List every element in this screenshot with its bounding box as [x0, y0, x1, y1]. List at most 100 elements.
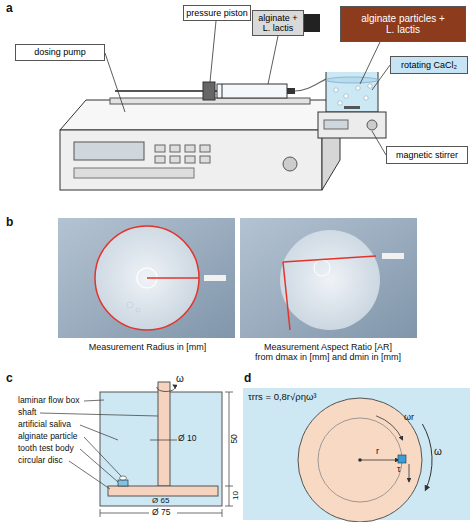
syringe-drive — [110, 14, 350, 104]
box-text: alginate + L. lactis — [256, 13, 300, 33]
radius-arrow — [360, 460, 399, 461]
photo-radius — [58, 218, 235, 338]
annotation-label: 50 — [230, 434, 240, 443]
dimension-line — [229, 392, 230, 506]
annotation-label: tooth test body — [18, 444, 74, 454]
test-body — [398, 455, 406, 463]
circular-disc — [108, 486, 218, 496]
box-text: rotating CaCl₂ — [401, 60, 457, 70]
rotation-arrow — [157, 385, 175, 391]
annotation-label: Measurement Radius in [mm] — [60, 342, 235, 352]
radius-line — [147, 277, 199, 279]
spacer — [205, 76, 206, 79]
particle — [364, 96, 368, 100]
label-box: rotating CaCl₂ — [390, 56, 468, 74]
label-box: alginate particles + L. lactis — [340, 6, 466, 42]
dimension-line — [177, 513, 222, 514]
box-text: magnetic stirrer — [396, 150, 458, 160]
leader-line — [268, 36, 278, 84]
leader-line — [40, 413, 158, 416]
magnetic-stirrer — [318, 112, 386, 138]
alginate-bead — [95, 226, 199, 330]
annotation-label: laminar flow box — [18, 396, 79, 406]
dimension-tick — [100, 509, 101, 517]
box-text: pressure piston — [186, 8, 248, 18]
box-text: alginate particles + L. lactis — [360, 13, 446, 35]
pump-display — [74, 142, 144, 160]
disc-top-view — [243, 388, 470, 522]
particle — [368, 84, 372, 88]
dimension-tick — [222, 509, 223, 517]
annotation-label: Measurement Aspect Ratio [AR] from dmax … — [254, 342, 402, 363]
flow-chamber — [100, 382, 222, 506]
inner-radius-circle — [318, 418, 402, 502]
pump-button — [155, 156, 165, 163]
dimension-tick — [225, 486, 233, 487]
scale-bar — [204, 275, 226, 281]
annotation-label: a — [6, 2, 13, 16]
leader-line — [80, 449, 118, 482]
pump-button — [155, 145, 165, 152]
piston-block — [203, 82, 215, 100]
leader-line — [84, 400, 104, 401]
stirrer-body — [318, 112, 386, 138]
particle — [344, 94, 348, 98]
photo-background — [58, 218, 235, 338]
leader-line — [360, 42, 380, 84]
photo-background — [240, 218, 417, 338]
leader-line — [372, 131, 386, 155]
pump-button — [200, 145, 210, 152]
annotation-label: circular disc — [18, 456, 63, 466]
scale-bar — [382, 253, 404, 259]
label-box: dosing pump — [15, 44, 105, 61]
dmin-line — [283, 262, 290, 330]
leader-line — [105, 53, 125, 112]
annotation-label: artificial saliva — [18, 420, 71, 430]
pump-front — [60, 130, 322, 190]
annotation-label: shaft — [18, 408, 36, 418]
label-box: alginate + L. lactis — [252, 10, 304, 36]
pump-button — [185, 145, 195, 152]
dimension-line — [150, 440, 177, 441]
alginate-particle — [120, 476, 127, 480]
pump-button — [170, 145, 180, 152]
label-box: magnetic stirrer — [386, 146, 468, 164]
bead-texture — [314, 260, 330, 276]
beaker-glass — [326, 72, 378, 112]
annotation-label: c — [6, 372, 13, 386]
annotation-label: τ — [397, 464, 401, 474]
annotation-label: Ø 65 — [152, 496, 169, 505]
beaker — [326, 72, 378, 112]
annotation-label: ω — [176, 373, 184, 385]
pump-knob — [283, 157, 297, 171]
dimension-tick — [225, 392, 233, 393]
dimension-tick — [225, 506, 233, 507]
local-rotation-arrow — [376, 416, 403, 440]
leader-line — [84, 437, 121, 476]
leader-line — [372, 65, 390, 90]
leader-line — [210, 21, 216, 82]
annotation-label: alginate particle — [18, 432, 78, 442]
annotation-label: τrrs = 0,8r√ρηω³ — [248, 392, 317, 403]
pump-button — [185, 156, 195, 163]
syringe-icon — [304, 14, 320, 32]
label-box: pressure piston — [183, 5, 251, 21]
photo-aspect — [240, 218, 417, 338]
annotation-label: 10 — [231, 491, 240, 500]
annotation-label: d — [244, 372, 251, 386]
tooth-test-body — [118, 480, 128, 486]
particle — [356, 86, 360, 90]
rotation-arrow — [422, 424, 432, 490]
particle — [334, 88, 338, 92]
annotation-label: Ø 10 — [178, 434, 196, 444]
annotation-label: b — [6, 216, 13, 230]
shaft — [158, 382, 170, 486]
plunger-head — [222, 84, 223, 98]
radius-circle — [95, 226, 199, 330]
pump-button — [170, 156, 180, 163]
pump-panel — [74, 168, 194, 178]
dimension-lines — [100, 392, 233, 517]
bead-texture — [136, 308, 140, 312]
dosing-pump — [60, 100, 340, 190]
